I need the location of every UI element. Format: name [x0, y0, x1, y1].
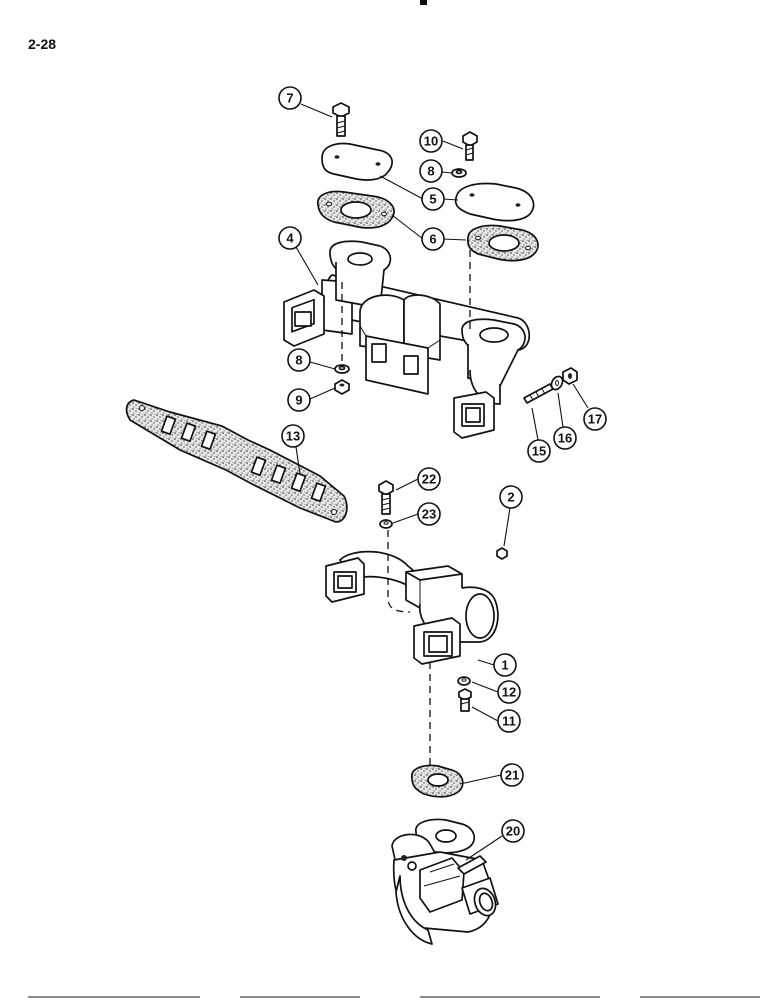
callout-8-lower: 8 [287, 348, 311, 372]
svg-text:20: 20 [506, 824, 520, 839]
part-bolt-22 [378, 480, 394, 515]
part-bolt-7 [332, 102, 350, 137]
svg-text:15: 15 [532, 444, 546, 459]
svg-text:8: 8 [295, 353, 302, 368]
callout-12: 12 [497, 680, 521, 704]
part-washer-12 [457, 676, 471, 686]
part-gasket-6-right [466, 224, 539, 262]
callout-9: 9 [287, 388, 311, 412]
callout-10: 10 [419, 129, 443, 153]
svg-text:13: 13 [286, 429, 300, 444]
svg-text:1: 1 [501, 658, 508, 673]
part-nut-9 [334, 379, 350, 395]
part-washer-8-lower [334, 364, 350, 374]
leader-lines [295, 103, 589, 861]
callout-5: 5 [421, 187, 445, 211]
part-carburetor-20 [391, 818, 499, 945]
callout-22: 22 [417, 467, 441, 491]
svg-text:4: 4 [286, 231, 294, 246]
callout-8-top: 8 [419, 159, 443, 183]
callout-20: 20 [501, 819, 525, 843]
callout-23: 23 [417, 502, 441, 526]
part-washer-8-top [451, 168, 467, 178]
part-carburetor-gasket-21 [411, 764, 464, 798]
svg-text:6: 6 [429, 232, 436, 247]
part-gasket-6-left [317, 190, 395, 229]
callout-21: 21 [500, 763, 524, 787]
callout-4: 4 [278, 226, 302, 250]
callout-2: 2 [499, 485, 523, 509]
svg-text:12: 12 [502, 685, 516, 700]
callout-13: 13 [281, 424, 305, 448]
part-cover-plate-5-left [321, 142, 393, 181]
svg-text:8: 8 [427, 164, 434, 179]
callout-11: 11 [497, 709, 521, 733]
page-number: 2-28 [28, 36, 57, 52]
callout-15: 15 [527, 439, 551, 463]
part-intake-manifold-4 [283, 240, 531, 439]
part-washer-16 [550, 375, 564, 391]
svg-text:22: 22 [422, 472, 436, 487]
callout-7: 7 [278, 86, 302, 110]
part-plug-2 [496, 547, 508, 560]
callout-1: 1 [493, 653, 517, 677]
callout-6: 6 [421, 227, 445, 251]
part-cover-plate-5-right [454, 182, 535, 222]
svg-text:2: 2 [507, 490, 514, 505]
svg-text:23: 23 [422, 507, 436, 522]
part-nut-17 [562, 367, 578, 385]
svg-text:10: 10 [424, 134, 438, 149]
svg-text:17: 17 [588, 412, 602, 427]
svg-text:11: 11 [502, 714, 516, 729]
callout-16: 16 [553, 426, 577, 450]
svg-text:21: 21 [505, 768, 519, 783]
callout-17: 17 [583, 407, 607, 431]
top-edge-mark [420, 0, 427, 5]
part-lock-washer-23 [379, 519, 393, 529]
svg-text:5: 5 [429, 192, 436, 207]
alignment-lines [341, 250, 471, 768]
part-bolt-10 [462, 131, 478, 161]
part-manifold-gasket-13 [125, 399, 348, 523]
svg-text:16: 16 [558, 431, 572, 446]
svg-text:9: 9 [295, 393, 302, 408]
part-stud-15 [523, 383, 554, 404]
part-bolt-11 [458, 688, 472, 712]
part-exhaust-manifold-1 [325, 550, 499, 665]
svg-text:7: 7 [286, 91, 293, 106]
